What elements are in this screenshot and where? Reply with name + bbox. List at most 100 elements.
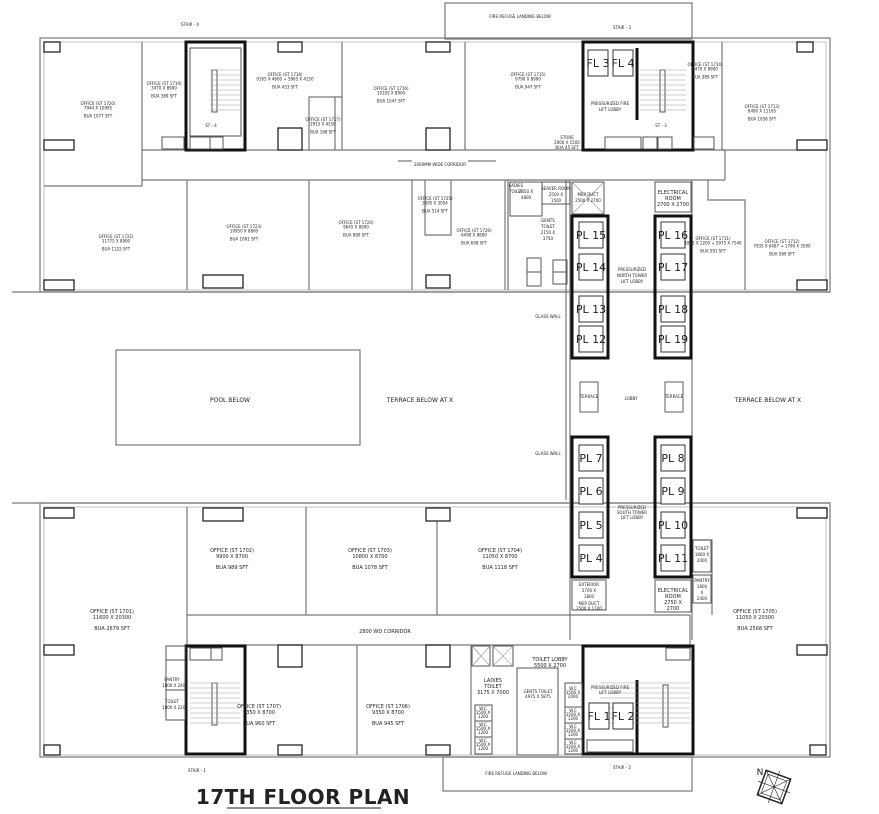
office-bua: BUA 960 SFT [243, 721, 276, 727]
lift-car [660, 477, 686, 505]
lift-label: PL 15 [576, 229, 606, 242]
office-name: OFFICE (ST 1720) [80, 101, 116, 106]
structural-column [202, 507, 244, 522]
stair-2 [581, 644, 695, 756]
office-bua: BUA 698 SFT [461, 241, 487, 246]
server-room-l1: SERVER ROOM [541, 186, 571, 191]
north-lobby-l3: LIFT LOBBY [621, 279, 644, 284]
structural-columns [43, 41, 828, 756]
office-name: OFFICE (ST 1711) [695, 236, 731, 241]
office-dimensions: 2915 X 4250 [310, 122, 336, 127]
office-dimensions: 10950 X 8800 [230, 229, 259, 234]
office-dimensions: 3470 X 8900 [692, 67, 718, 72]
structural-column [425, 274, 451, 289]
ladies-toilet-top-l1: LADIES [509, 183, 524, 188]
south-lobby-l1: PRESSURIZED [618, 505, 646, 510]
electrical-top-l1: ELECTRICAL [658, 190, 689, 196]
wc-label: 1500 X [566, 744, 580, 749]
office-bua: BUA 1078 SFT [352, 565, 388, 571]
wc-label: 1200 [478, 730, 489, 735]
ladies-toilet-l1: LADIES [484, 678, 502, 684]
electrical-bottom-l4: 2700 [667, 606, 680, 612]
office-bua: BUA 514 SFT [422, 209, 448, 214]
lift-car [660, 511, 686, 539]
office-name: OFFICE (ST 1722) [98, 234, 134, 239]
gents-toilet-top-l4: 3750 [543, 236, 554, 241]
wc-label: 1500 X [566, 712, 580, 717]
lift-car [612, 702, 634, 730]
office-name: OFFICE (ST 1702) [210, 548, 254, 554]
corridor-bottom-label: 2800 WD CORRIDOR [359, 629, 411, 635]
office-bua: BUA 1047 SFT [377, 99, 406, 104]
ladies-toilet-l2: TOILET [483, 684, 502, 690]
north-lobby-l2: NORTH TOWER [617, 273, 647, 278]
office-bua: BUA 947 SFT [515, 85, 541, 90]
office-bua: BUA 453 SFT [272, 85, 298, 90]
stair-1-label: STAIR - 1 [188, 768, 206, 773]
exterior-l1: EXTERIOR [579, 582, 599, 587]
office-bua: BUA 1061 SFT [230, 237, 259, 242]
pantry-left-l1: PANTRY [164, 677, 180, 682]
lift-label: PL 4 [579, 552, 602, 565]
central-core [507, 180, 712, 640]
lift-car [578, 325, 604, 353]
office-dimensions: 1885 X 1200 + 5975 X 7540 [684, 241, 742, 246]
structural-column [796, 279, 828, 291]
electrical-bottom-l2: ROOM [665, 594, 681, 600]
fire-refuge-top-label: FIRE REFUGE LANDING BELOW [489, 14, 551, 19]
wc-label: W.C [569, 686, 577, 691]
structural-column [43, 279, 75, 291]
structural-column [43, 507, 75, 519]
structural-column [809, 744, 827, 756]
structural-column [796, 41, 814, 53]
pantry-right-l1: PANTRY [694, 578, 710, 583]
stair-3-label: STAIR - 3 [613, 25, 631, 30]
lift-car [578, 477, 604, 505]
server-room-l2: 2500 X [549, 192, 563, 197]
structural-column [43, 644, 75, 656]
office-dimensions: 8490 X 11165 [748, 109, 777, 114]
wc-label: 1200 [478, 746, 489, 751]
office-name: OFFICE (ST 1718) [267, 72, 303, 77]
north-lobby-l1: PRESSURIZED [618, 267, 646, 272]
lift-label: PL 5 [579, 519, 602, 532]
toilet-right-l2: 1800 X [695, 552, 709, 557]
office-bua: BUA 2679 SFT [94, 626, 130, 632]
south-lobby-l3: LIFT LOBBY [621, 515, 644, 520]
north-arrow-icon [756, 769, 792, 805]
toilet-lobby-l2: 5500 X 2700 [534, 663, 566, 669]
office-name: OFFICE (ST 1715) [510, 72, 546, 77]
lift-label: PL 10 [658, 519, 688, 532]
north-partitions [44, 42, 827, 290]
ladies-toilet-l3: 3175 X 7000 [477, 690, 509, 696]
structural-column [277, 127, 303, 151]
wc-label: 1200 [568, 716, 579, 721]
office-bua: BUA 2568 SFT [737, 626, 773, 632]
office-dimensions: 9790 X 8900 [515, 77, 541, 82]
office-name: OFFICE (ST 1719) [146, 81, 182, 86]
wc-label: 1500 X [566, 690, 580, 695]
office-dimensions: 3095 X 3054 [422, 201, 448, 206]
structural-column [202, 274, 244, 289]
structural-column [43, 139, 75, 151]
structural-column [425, 127, 451, 151]
office-name: OFFICE (ST 1725) [417, 196, 453, 201]
office-dimensions: 11050 X 20300 [736, 615, 774, 621]
terrace-right-label: TERRACE BELOW AT X [734, 397, 801, 404]
structural-column [43, 41, 61, 53]
office-name: OFFICE (ST 1705) [733, 609, 777, 615]
office-bua: BUA 1122 SFT [102, 247, 131, 252]
electrical-bottom-l1: ELECTRICAL [658, 588, 689, 594]
structural-column [277, 644, 303, 668]
office-bua: BUA 389 SFT [692, 75, 718, 80]
office-dimensions: 7944 X 10995 [84, 106, 113, 111]
office-name: OFFICE (ST 1706) [366, 704, 410, 710]
south-block-inner [43, 506, 827, 756]
office-bua: BUA 168 SFT [310, 130, 336, 135]
office-dimensions: 9350 X 8700 [372, 710, 404, 716]
lift-label: PL 16 [658, 229, 688, 242]
wc-label: 1500 X [476, 710, 490, 715]
lift-label: FL 1 [588, 710, 611, 723]
stair-4-label: STAIR - 4 [181, 22, 199, 27]
